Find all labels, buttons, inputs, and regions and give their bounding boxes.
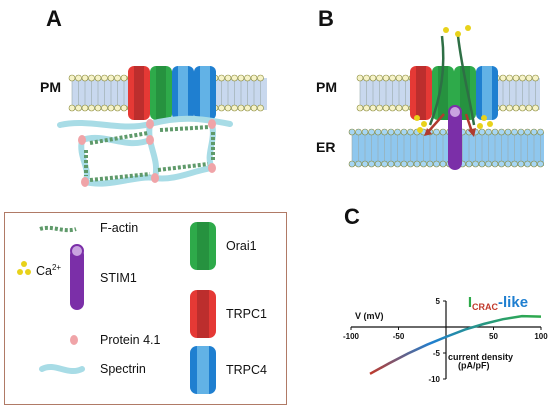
panel-b-pm-label: PM (316, 79, 337, 95)
panel-a-channel-cluster (128, 66, 216, 120)
calcium-ions (414, 25, 493, 133)
chart-title: ICRAC-like (468, 294, 528, 312)
legend-stim1: STIM1 (100, 271, 137, 285)
panel-b-er-label: ER (316, 139, 336, 155)
legend-protein-4-1: Protein 4.1 (100, 333, 161, 347)
iv-curve-line (369, 314, 542, 375)
panel-b-letter: B (318, 6, 334, 31)
y-axis-label-line2: (pA/pF) (458, 361, 490, 371)
y-tick-label: 5 (436, 297, 441, 306)
legend-trpc4: TRPC4 (226, 363, 267, 377)
legend-box (4, 212, 287, 405)
y-axis-label-line1: current density (448, 352, 513, 362)
trpc4-icon (190, 346, 216, 394)
legend-orai1: Orai1 (226, 239, 257, 253)
orai1-icon (190, 222, 216, 270)
panel-c-letter: C (344, 204, 360, 229)
stim1-icon (70, 244, 84, 310)
x-tick-label: -100 (343, 332, 360, 341)
x-tick-label: 100 (534, 332, 548, 341)
y-tick-label: -10 (428, 375, 440, 384)
calcium-icon (17, 261, 31, 275)
protein-4-1-icon (70, 335, 78, 345)
legend-f-actin: F-actin (100, 221, 139, 235)
y-tick-label: -5 (433, 349, 441, 358)
panel-a-letter: A (46, 6, 62, 31)
x-axis-label: V (mV) (355, 311, 384, 321)
x-tick-label: -50 (393, 332, 405, 341)
stim1-protein-b (448, 105, 462, 170)
panel-a-pm-label: PM (40, 79, 61, 95)
spectrin-icon (39, 364, 85, 374)
legend-trpc1: TRPC1 (226, 307, 267, 321)
spectrin-actin-network (57, 115, 233, 187)
trpc1-icon (190, 290, 216, 338)
x-tick-label: 50 (489, 332, 498, 341)
calcium-influx-arrows (424, 35, 476, 137)
legend-spectrin: Spectrin (100, 362, 146, 376)
legend-calcium: Ca2+ (36, 263, 62, 279)
